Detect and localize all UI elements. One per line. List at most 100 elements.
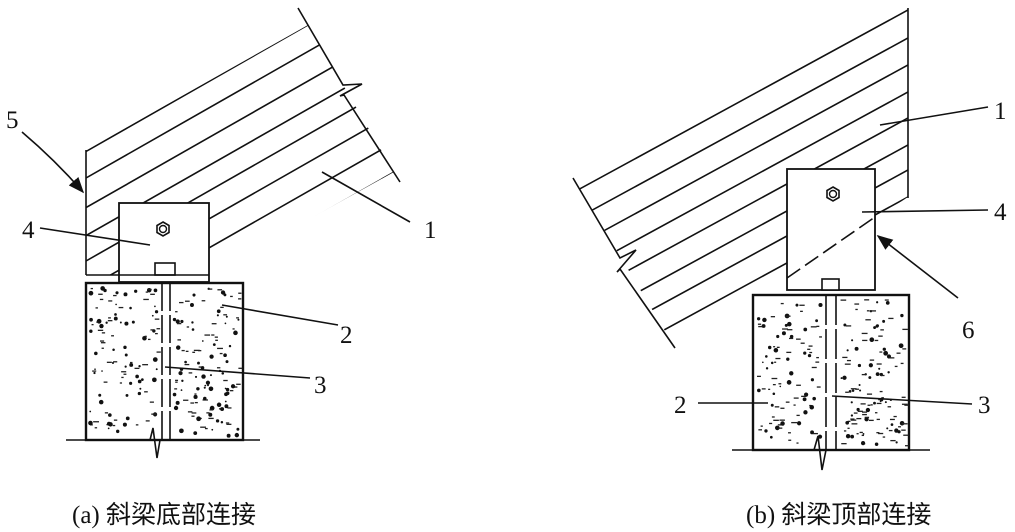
concrete-speckle — [89, 317, 93, 322]
label-3: 3 — [314, 372, 327, 399]
concrete-speckle — [103, 381, 108, 383]
concrete-speckle — [761, 388, 766, 390]
concrete-speckle — [223, 314, 228, 316]
concrete-speckle — [861, 434, 865, 437]
concrete-speckle — [793, 404, 796, 406]
concrete-speckle — [804, 392, 809, 397]
concrete-speckle — [851, 339, 854, 342]
concrete-speckle — [812, 396, 816, 401]
concrete-speckle — [215, 339, 218, 341]
concrete-speckle — [185, 300, 190, 302]
label-4: 4 — [22, 217, 35, 244]
break-mark — [572, 177, 676, 349]
concrete-speckle — [856, 407, 860, 412]
concrete-speckle — [876, 402, 882, 405]
concrete-speckle — [220, 290, 226, 295]
beam-grain-line — [86, 25, 394, 194]
concrete-speckle — [236, 383, 241, 385]
concrete-speckle — [867, 404, 871, 406]
concrete-speckle — [122, 422, 127, 427]
concrete-speckle — [864, 416, 870, 419]
concrete-speckle — [112, 348, 115, 351]
concrete-speckle — [225, 360, 229, 364]
concrete-speckle — [217, 289, 223, 291]
concrete-speckle — [99, 298, 104, 301]
concrete-speckle — [851, 389, 855, 392]
concrete-speckle — [196, 387, 200, 391]
concrete-speckle — [819, 336, 822, 338]
label-1: 1 — [994, 98, 1007, 125]
bolt-head — [154, 262, 176, 276]
concrete-speckle — [784, 323, 788, 327]
break-mark — [297, 7, 401, 183]
concrete-speckle — [878, 335, 883, 337]
concrete-speckle — [100, 342, 106, 344]
concrete-speckle — [221, 372, 225, 375]
concrete-speckle — [858, 383, 861, 387]
concrete-speckle — [898, 426, 901, 428]
concrete-speckle — [880, 374, 885, 377]
bolt-head — [821, 278, 840, 291]
concrete-speckle — [155, 332, 158, 335]
concrete-speckle — [861, 373, 867, 376]
concrete-speckle — [139, 387, 142, 390]
concrete-speckle — [780, 421, 785, 426]
concrete-speckle — [193, 349, 200, 352]
concrete-speckle — [876, 418, 880, 421]
concrete-speckle — [883, 350, 889, 356]
concrete-speckle — [129, 306, 132, 310]
concrete-speckle — [224, 404, 229, 409]
concrete-speckle — [200, 426, 207, 428]
concrete-speckle — [113, 361, 118, 363]
concrete-speckle — [779, 385, 782, 388]
concrete-speckle — [901, 429, 906, 431]
concrete-speckle — [869, 337, 875, 343]
concrete-speckle — [156, 351, 161, 353]
concrete-speckle — [106, 361, 112, 363]
concrete-speckle — [224, 387, 227, 390]
concrete-speckle — [879, 390, 883, 393]
concrete-speckle — [758, 429, 763, 431]
concrete-speckle — [123, 292, 128, 297]
concrete-speckle — [850, 414, 854, 417]
concrete-speckle — [96, 318, 102, 324]
concrete-speckle — [885, 301, 890, 305]
concrete-speckle — [850, 434, 855, 439]
concrete-speckle — [191, 328, 195, 331]
concrete-speckle — [775, 357, 781, 360]
concrete-speckle — [760, 425, 763, 427]
concrete-speckle — [816, 356, 819, 359]
concrete-speckle — [768, 388, 771, 391]
concrete-speckle — [787, 329, 793, 331]
concrete-speckle — [106, 421, 111, 426]
concrete-speckle — [770, 361, 774, 365]
concrete-speckle — [791, 421, 798, 424]
concrete-speckle — [816, 325, 820, 328]
concrete-speckle — [98, 399, 104, 405]
concrete-speckle — [779, 419, 785, 421]
label-2: 2 — [674, 392, 687, 419]
concrete-speckle — [89, 329, 93, 333]
concrete-speckle — [859, 431, 863, 434]
concrete-speckle — [843, 323, 847, 327]
concrete-speckle — [93, 371, 96, 375]
concrete-speckle — [774, 361, 777, 363]
concrete-speckle — [896, 352, 901, 354]
label-4: 4 — [994, 199, 1007, 226]
concrete-speckle — [119, 382, 123, 384]
concrete-speckle — [115, 303, 117, 306]
concrete-speckle — [850, 419, 857, 421]
concrete-speckle — [237, 318, 240, 321]
concrete-speckle — [803, 410, 808, 415]
concrete-speckle — [230, 295, 233, 298]
concrete-speckle — [186, 326, 190, 328]
concrete-speckle — [92, 370, 97, 372]
concrete-speckle — [841, 443, 847, 445]
concrete-speckle — [845, 433, 851, 439]
concrete-speckle — [789, 334, 794, 339]
concrete-speckle — [175, 311, 178, 313]
concrete-speckle — [216, 309, 221, 314]
concrete-speckle — [101, 347, 104, 349]
concrete-speckle — [895, 441, 898, 444]
concrete-speckle — [810, 326, 817, 328]
